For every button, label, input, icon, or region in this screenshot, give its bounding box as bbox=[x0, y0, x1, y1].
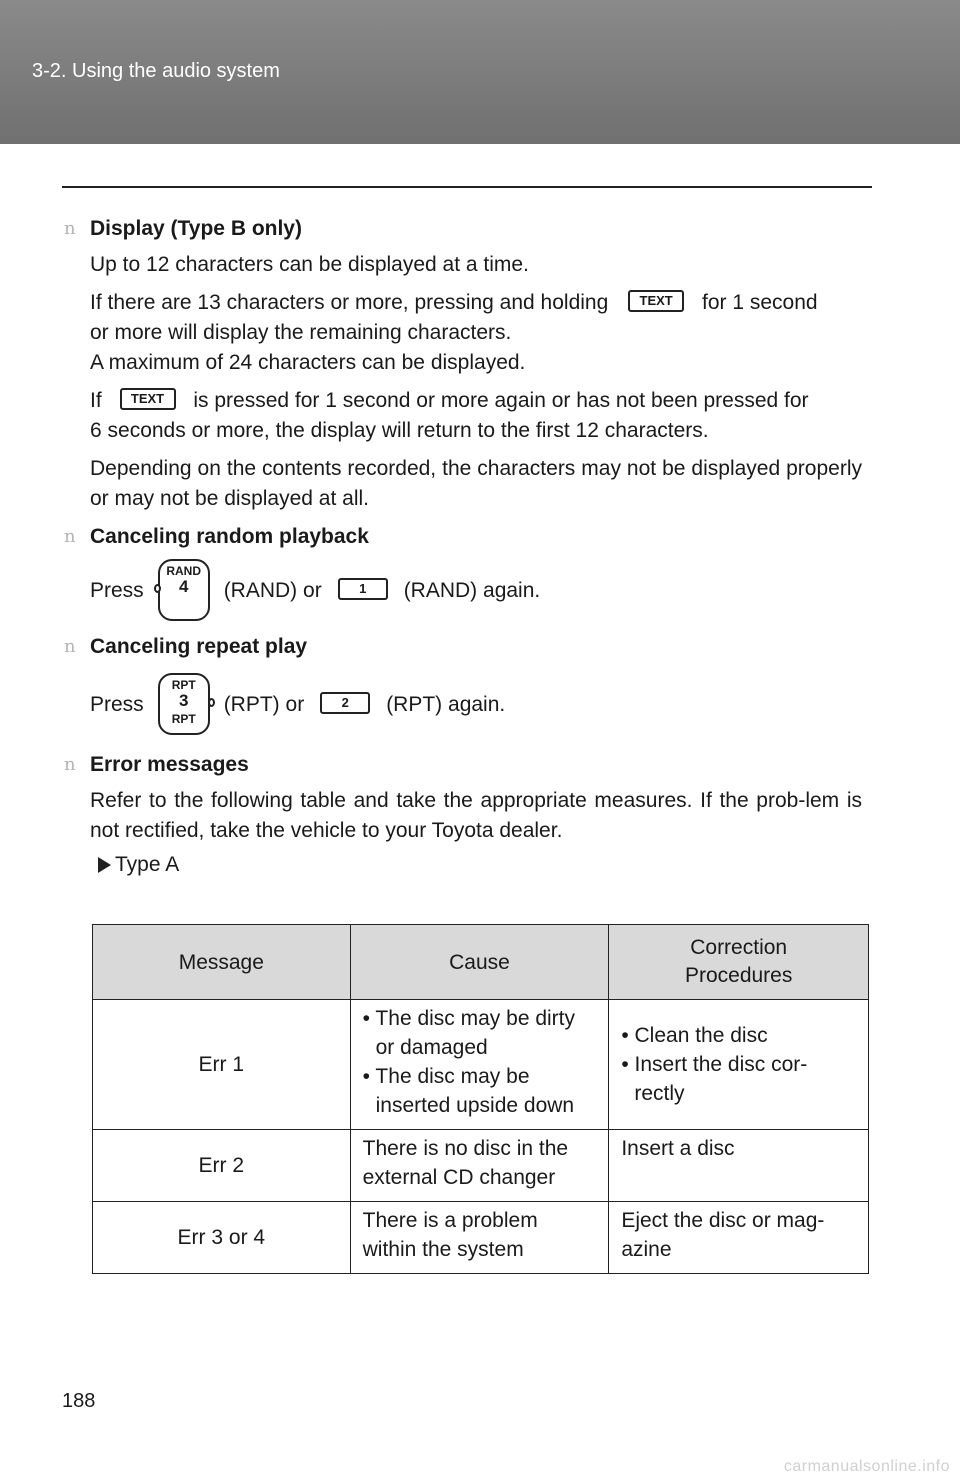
section-title: 3-2. Using the audio system bbox=[32, 60, 280, 82]
display-p1: Up to 12 characters can be displayed at … bbox=[90, 253, 529, 276]
display-p2-line2: or more will display the remaining chara… bbox=[90, 321, 512, 344]
bullet-icon: n bbox=[64, 218, 76, 239]
knob-number: 3 bbox=[178, 691, 189, 710]
text-button: TEXT bbox=[628, 290, 685, 313]
header-message: Message bbox=[92, 924, 351, 1000]
display-p4: Depending on the contents recorded, the … bbox=[90, 457, 862, 510]
bullet-icon: n bbox=[64, 526, 76, 547]
press-text: Press bbox=[90, 579, 144, 602]
divider bbox=[62, 186, 872, 188]
heading-text: Canceling repeat play bbox=[90, 635, 308, 658]
display-heading: n Display (Type B only) bbox=[64, 214, 862, 244]
triangle-icon bbox=[98, 857, 111, 873]
display-p3-post: is pressed for 1 second or more again or… bbox=[193, 389, 809, 412]
button-1-icon: 1 bbox=[337, 578, 388, 600]
random-press-line: Press RAND 4 (RAND) or 1 (RAND) again. bbox=[90, 556, 862, 626]
random-mid-text: (RAND) or bbox=[223, 579, 322, 602]
display-p2-line3: A maximum of 24 characters can be displa… bbox=[90, 351, 526, 374]
display-p2: If there are 13 characters or more, pres… bbox=[90, 288, 862, 378]
text-button: TEXT bbox=[119, 388, 176, 411]
knob-label: RAND bbox=[166, 564, 202, 578]
cell-message: Err 1 bbox=[92, 999, 351, 1130]
display-p3-pre: If bbox=[90, 389, 102, 412]
repeat-end-text: (RPT) again. bbox=[386, 693, 506, 716]
type-a-label: Type A bbox=[98, 850, 862, 880]
heading-text: Error messages bbox=[90, 753, 249, 776]
display-p3-line2: 6 seconds or more, the display will retu… bbox=[90, 419, 709, 442]
display-p3: If TEXT is pressed for 1 second or more … bbox=[90, 386, 862, 446]
knob-number: 4 bbox=[178, 577, 189, 596]
errors-heading: n Error messages bbox=[64, 750, 862, 780]
header-cause: Cause bbox=[349, 924, 610, 1000]
cell-message: Err 2 bbox=[92, 1129, 351, 1202]
random-heading: n Canceling random playback bbox=[64, 522, 862, 552]
repeat-mid-text: (RPT) or bbox=[223, 693, 305, 716]
page-number: 188 bbox=[62, 1390, 96, 1412]
header-band: 3-2. Using the audio system bbox=[0, 0, 960, 144]
cell-correction: Eject the disc or mag-azine bbox=[608, 1201, 869, 1274]
errors-p1: Refer to the following table and take th… bbox=[90, 789, 862, 842]
bullet-icon: n bbox=[64, 636, 76, 657]
cell-correction: Insert a disc bbox=[608, 1129, 869, 1202]
knob-label: RPT bbox=[171, 712, 196, 726]
heading-text: Display (Type B only) bbox=[90, 217, 302, 240]
display-p2-post: for 1 second bbox=[701, 291, 818, 314]
rpt-3-button-icon: RPT 3 RPT bbox=[154, 673, 215, 737]
repeat-heading: n Canceling repeat play bbox=[64, 632, 862, 662]
button-2-icon: 2 bbox=[320, 692, 371, 714]
cell-message: Err 3 or 4 bbox=[92, 1201, 351, 1274]
watermark: carmanualsonline.info bbox=[783, 1458, 950, 1475]
display-p2-pre: If there are 13 characters or more, pres… bbox=[90, 291, 609, 314]
heading-text: Canceling random playback bbox=[90, 525, 369, 548]
random-end-text: (RAND) again. bbox=[403, 579, 541, 602]
press-text: Press bbox=[90, 693, 144, 716]
rand-4-button-icon: RAND 4 bbox=[153, 559, 214, 623]
type-label-text: Type A bbox=[115, 853, 180, 876]
cell-correction: • Clean the disc• Insert the disc cor-re… bbox=[608, 999, 869, 1130]
page-content: n Display (Type B only) Up to 12 charact… bbox=[62, 214, 862, 880]
repeat-press-line: Press RPT 3 RPT (RPT) or 2 (RPT) again. bbox=[90, 670, 862, 740]
bullet-icon: n bbox=[64, 754, 76, 775]
knob-label: RPT bbox=[171, 678, 196, 692]
